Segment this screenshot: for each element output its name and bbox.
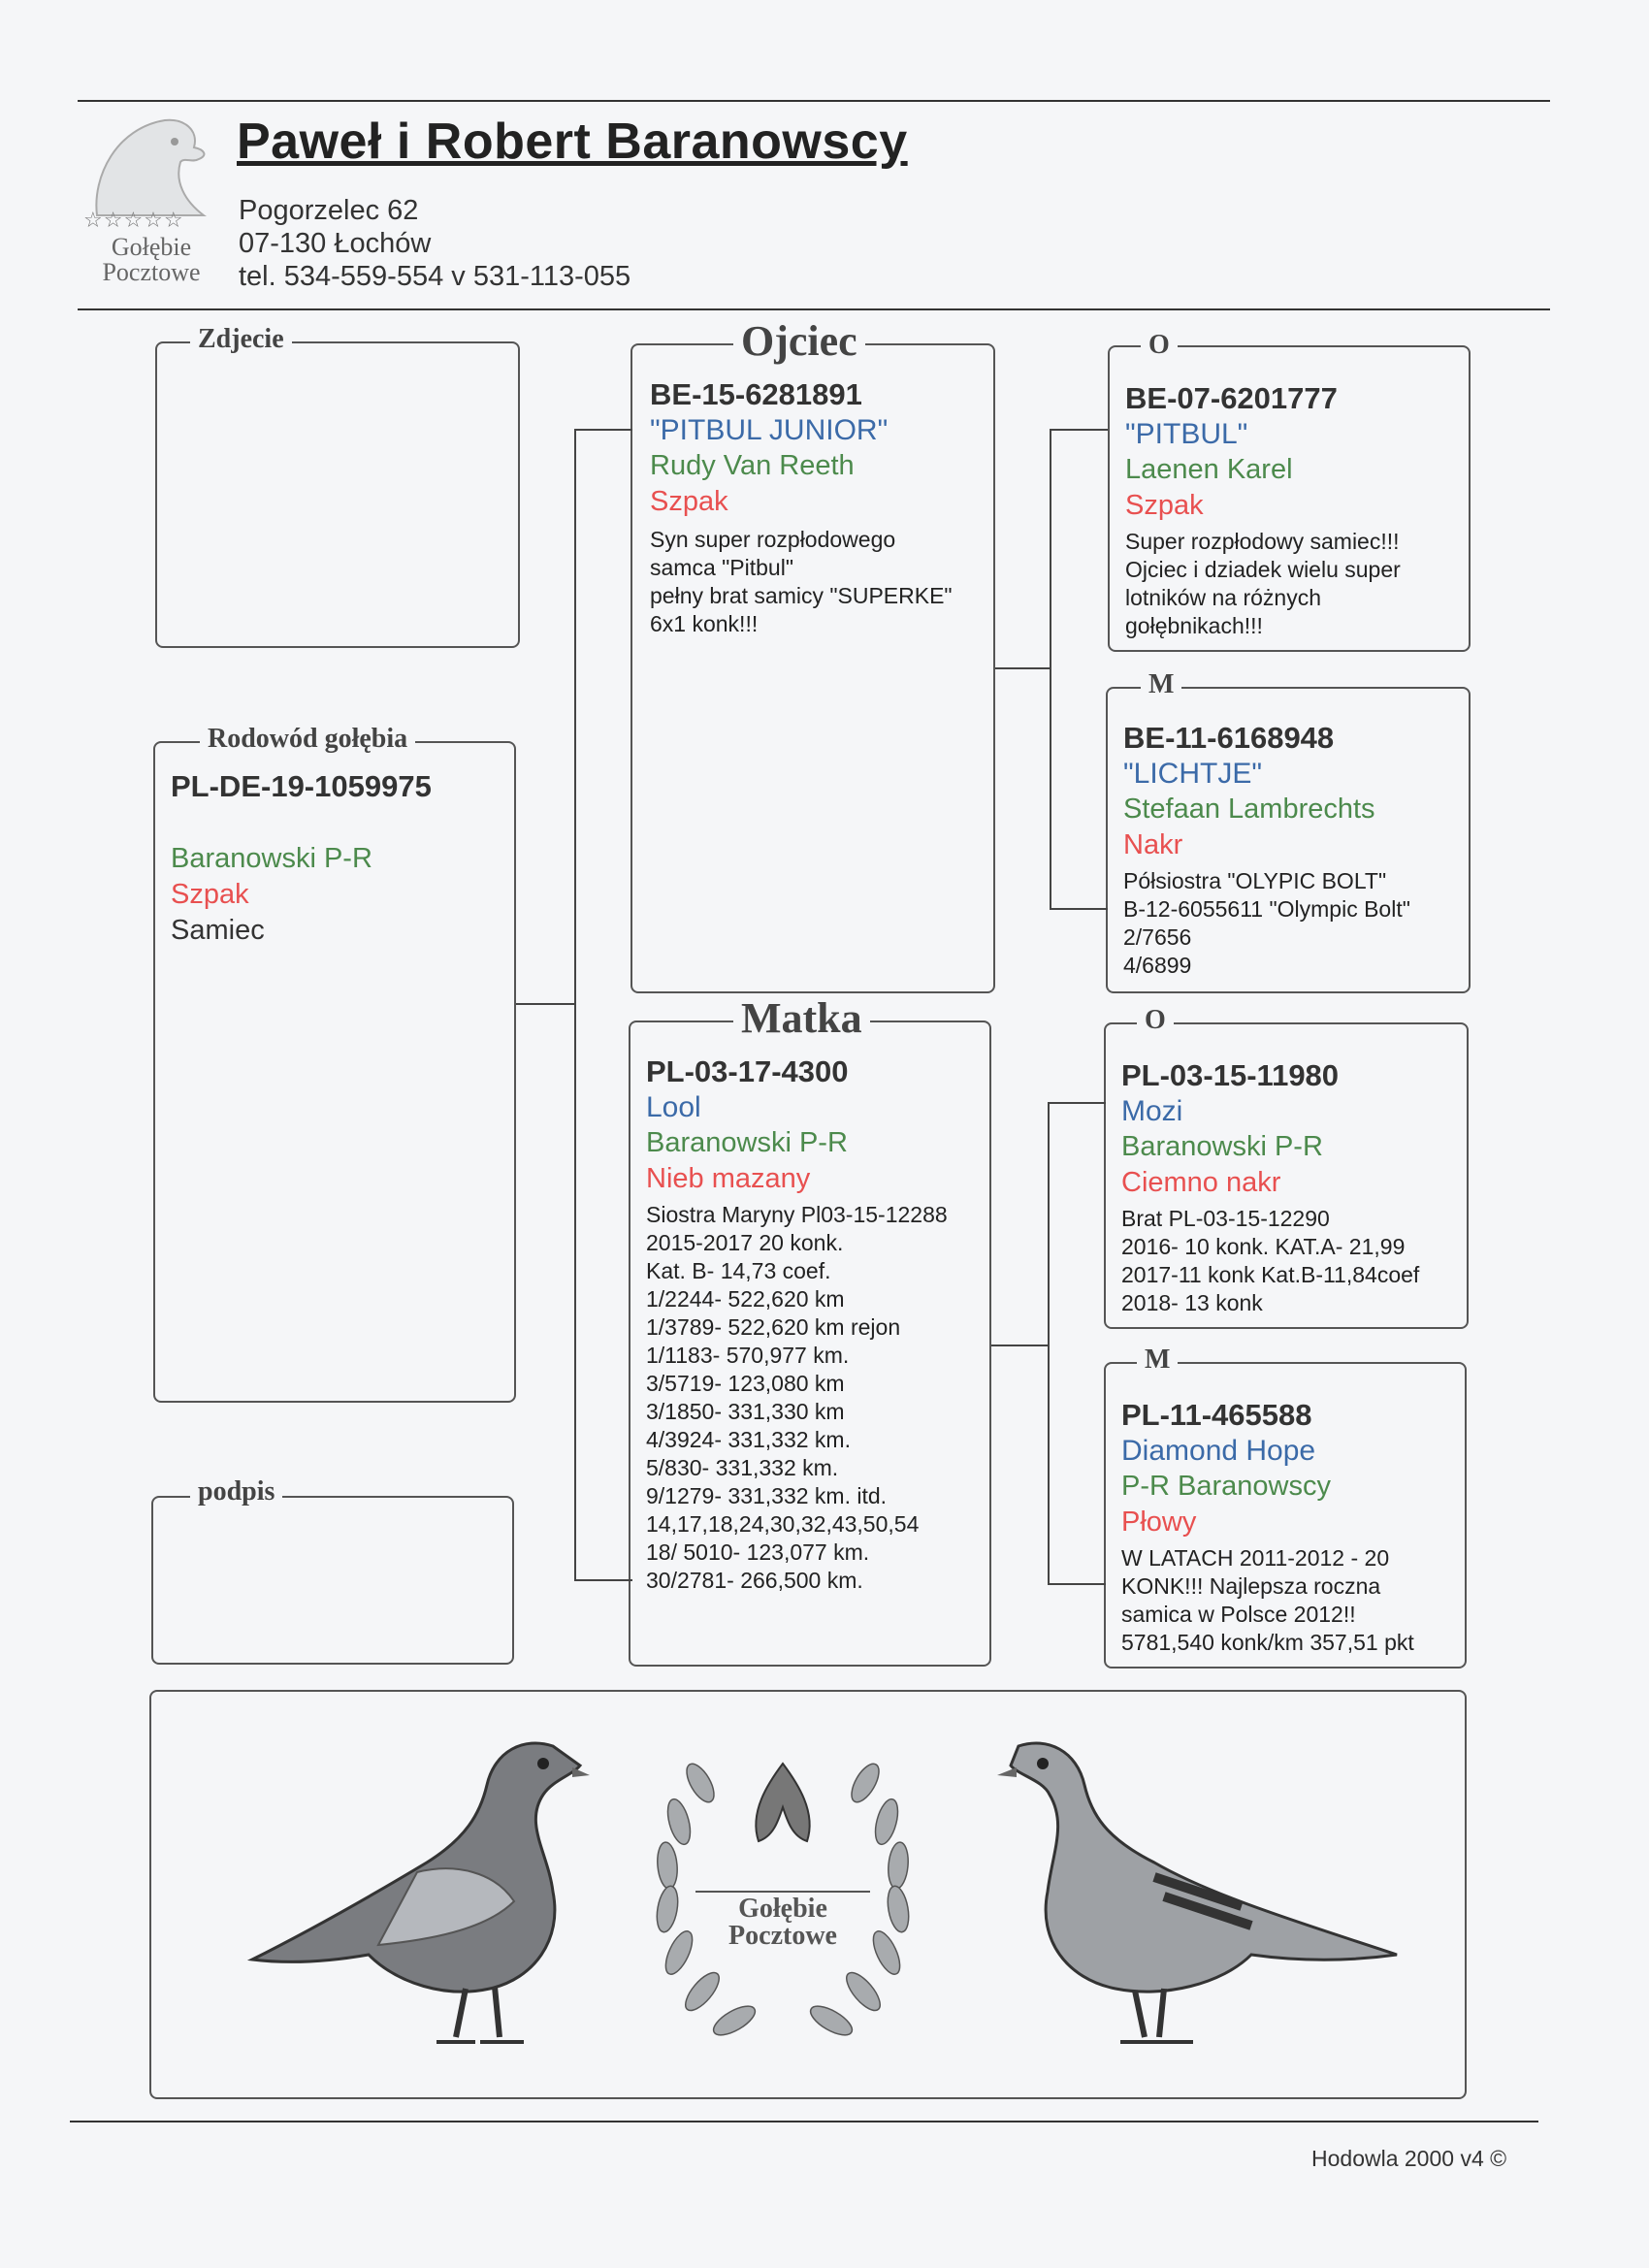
illustration-box [149, 1690, 1467, 2099]
photo-box-label: Zdjecie [190, 324, 292, 355]
maternal-grandfather-info: PL-03-15-11980 Mozi Baranowski P-R Ciemn… [1121, 1058, 1420, 1315]
left-pigeon-illustration [246, 1741, 590, 2044]
mother-breeder: Baranowski P-R [646, 1127, 848, 1158]
connector [1048, 1102, 1106, 1585]
logo-stars: ☆☆☆☆☆ [83, 209, 184, 233]
paternal-grandmother-box [1106, 687, 1471, 993]
footer-rule [70, 2121, 1538, 2122]
father-breeder: Rudy Van Reeth [650, 450, 855, 481]
header-top-rule [78, 100, 1550, 102]
laurel-emblem [656, 1762, 910, 2036]
paternal-grandfather-label: O [1141, 330, 1178, 361]
maternal-grandfather-box [1104, 1022, 1469, 1329]
paternal-grandfather-box [1108, 345, 1471, 652]
header-bottom-rule [78, 308, 1550, 310]
phone-line: tel. 534-559-554 v 531-113-055 [239, 261, 631, 292]
bird-info: PL-DE-19-1059975 Baranowski P-R Szpak Sa… [171, 768, 432, 949]
bird-ring: PL-DE-19-1059975 [171, 769, 432, 803]
paternal-grandmother-label: M [1141, 669, 1182, 700]
paternal-grandfather-info: BE-07-6201777 "PITBUL" Laenen Karel Szpa… [1125, 381, 1401, 638]
mother-notes: Siostra Maryny Pl03-15-12288 2015-2017 2… [646, 1202, 948, 1593]
mother-info: PL-03-17-4300 Lool Baranowski P-R Nieb m… [646, 1053, 948, 1595]
logo-text: Gołębie Pocztowe [102, 233, 201, 286]
page-title: Paweł i Robert Baranowscy [237, 113, 908, 170]
mother-color: Nieb mazany [646, 1163, 811, 1194]
address-block: Pogorzelec 62 07-130 Łochów tel. 534-559… [239, 194, 630, 293]
address-line: 07-130 Łochów [239, 228, 432, 259]
right-pigeon-illustration [997, 1741, 1398, 2044]
mother-ring: PL-03-17-4300 [646, 1054, 849, 1088]
signature-box-label: podpis [190, 1476, 283, 1507]
bird-breeder: Baranowski P-R [171, 843, 372, 874]
maternal-grandfather-label: O [1137, 1005, 1174, 1036]
father-name: "PITBUL JUNIOR" [650, 414, 889, 446]
connector [995, 667, 1050, 669]
connector [516, 1003, 574, 1005]
connector [991, 1345, 1048, 1346]
address-line: Pogorzelec 62 [239, 195, 419, 226]
bird-color: Szpak [171, 879, 249, 910]
father-color: Szpak [650, 486, 728, 517]
photo-box [155, 341, 520, 648]
father-notes: Syn super rozpłodowego samca "Pitbul" pe… [650, 527, 953, 636]
mother-name: Lool [646, 1091, 701, 1123]
maternal-grandmother-info: PL-11-465588 Diamond Hope P-R Baranowscy… [1121, 1398, 1414, 1655]
father-info: BE-15-6281891 "PITBUL JUNIOR" Rudy Van R… [650, 376, 953, 638]
paternal-grandmother-info: BE-11-6168948 "LICHTJE" Stefaan Lambrech… [1123, 721, 1410, 978]
connector [1050, 429, 1108, 910]
maternal-grandmother-box [1104, 1362, 1467, 1669]
signature-box [151, 1496, 514, 1665]
emblem-text: Gołębie Pocztowe [728, 1894, 837, 1951]
bird-sex: Samiec [171, 915, 265, 946]
mother-label: Matka [733, 993, 870, 1043]
father-ring: BE-15-6281891 [650, 377, 862, 411]
pigeon-logo-icon [95, 118, 207, 216]
father-label: Ojciec [733, 316, 865, 366]
maternal-grandmother-label: M [1137, 1345, 1179, 1376]
connector [574, 429, 632, 1581]
pedigree-box-label: Rodowód gołębia [200, 724, 416, 755]
software-credit: Hodowla 2000 v4 © [1311, 2146, 1507, 2171]
